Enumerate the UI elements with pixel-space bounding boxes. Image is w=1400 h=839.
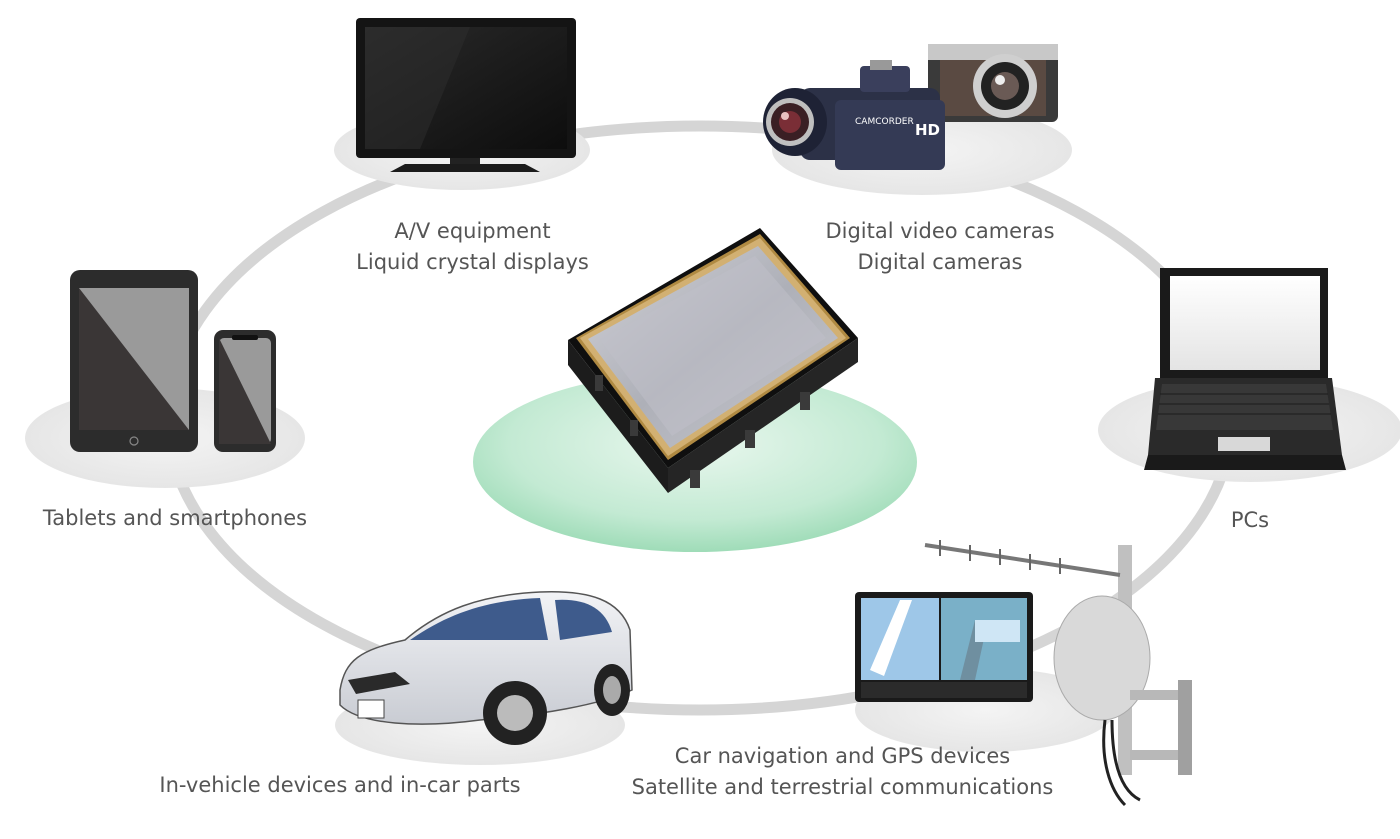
label-cameras-line1: Digital video cameras (825, 219, 1055, 243)
camcorder-label: CAMCORDER (855, 117, 914, 127)
label-tablets: Tablets and smartphones (20, 503, 330, 534)
label-nav-line2: Satellite and terrestrial communications (631, 775, 1054, 799)
label-cameras: Digital video cameras Digital cameras (795, 216, 1085, 278)
label-cameras-line2: Digital cameras (857, 250, 1023, 274)
label-av: A/V equipment Liquid crystal displays (330, 216, 615, 278)
label-av-line1: A/V equipment (394, 219, 551, 243)
navigation-and-antenna-icon (855, 540, 1192, 807)
label-pcs-line1: PCs (1230, 508, 1270, 532)
label-vehicle: In-vehicle devices and in-car parts (130, 770, 550, 801)
tablet-and-smartphone-icon (70, 270, 276, 452)
label-vehicle-line1: In-vehicle devices and in-car parts (159, 773, 521, 797)
flat-tv-icon (356, 18, 576, 172)
camcorder-hd-label: HD (915, 121, 940, 139)
label-tablets-line1: Tablets and smartphones (42, 506, 308, 530)
car-icon (339, 591, 633, 745)
label-av-line2: Liquid crystal displays (356, 250, 589, 274)
label-pcs: PCs (1200, 505, 1300, 536)
camcorder-and-camera-icon: CAMCORDER HD (763, 44, 1058, 170)
label-nav: Car navigation and GPS devices Satellite… (610, 741, 1075, 803)
label-nav-line1: Car navigation and GPS devices (674, 744, 1011, 768)
laptop-icon (1144, 268, 1346, 470)
crystal-oscillator-icon (568, 228, 858, 493)
